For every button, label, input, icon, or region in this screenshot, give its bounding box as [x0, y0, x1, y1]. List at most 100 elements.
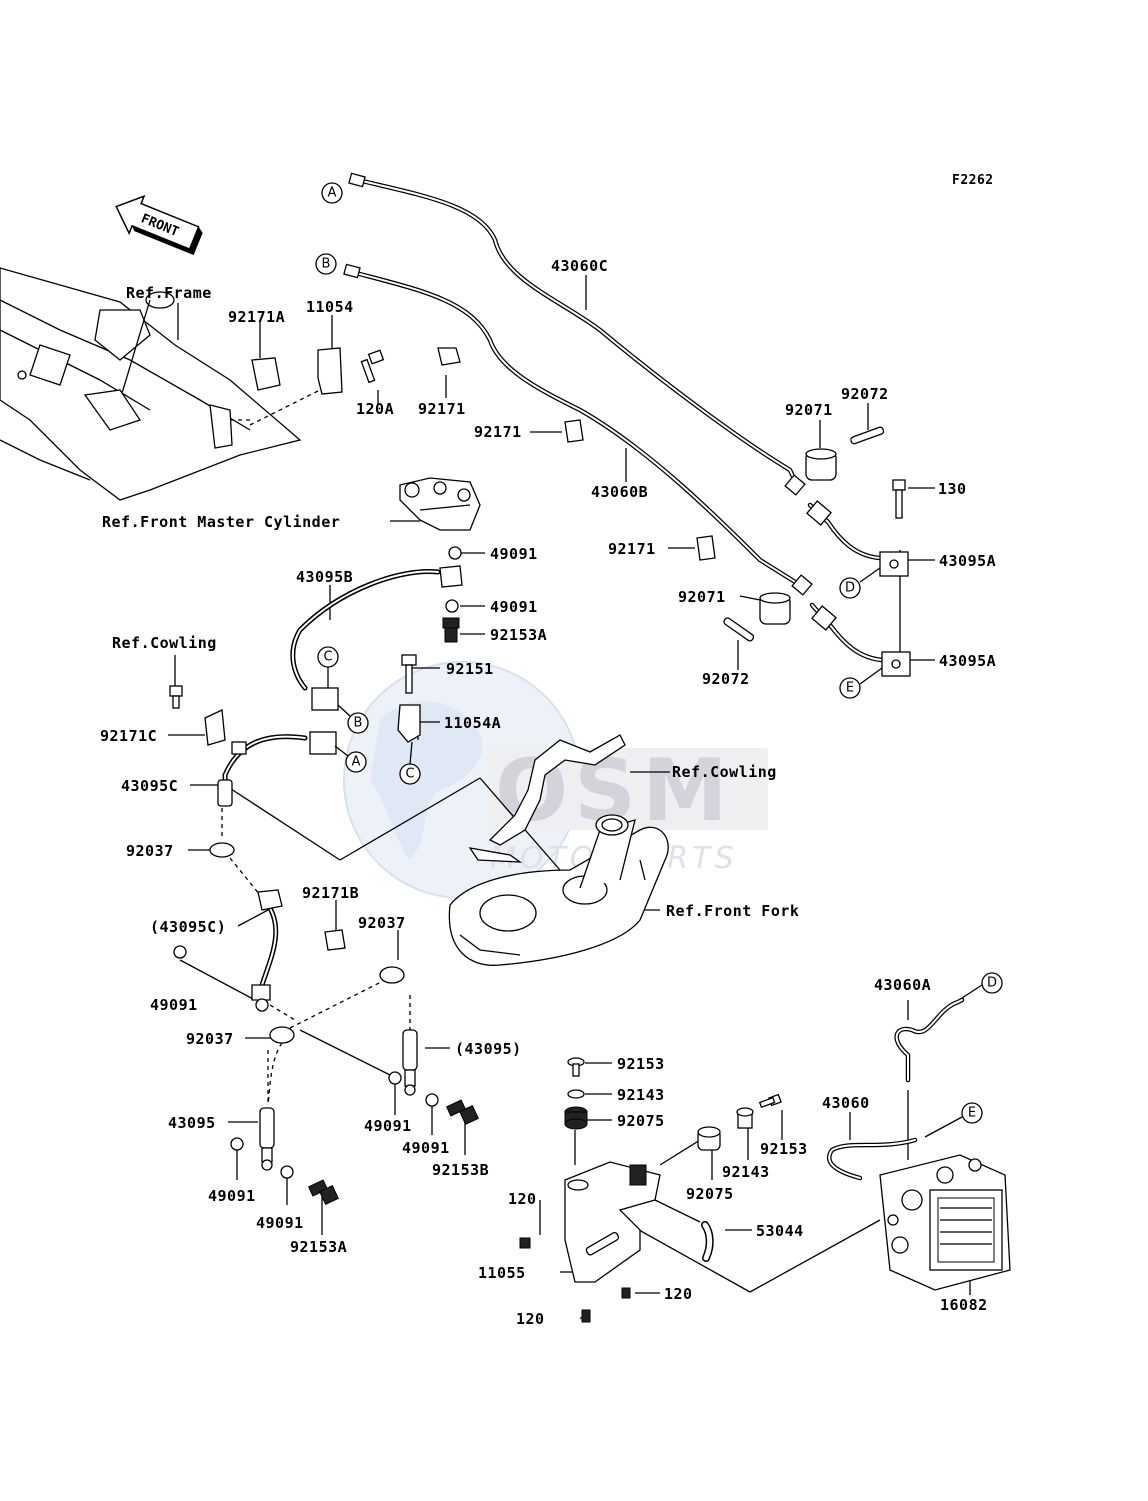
- brake-pipes: [222, 177, 965, 1181]
- connector-B-top: B: [315, 253, 337, 275]
- joint-icon: [879, 551, 909, 577]
- front-fork-icon: [448, 814, 669, 966]
- ref-frame-label: Ref.Frame: [126, 284, 212, 302]
- washer-icon: [230, 1137, 244, 1151]
- svg-text:B: B: [322, 257, 331, 272]
- part-label-43095C-paren: (43095C): [150, 918, 226, 936]
- clamp-icon: [209, 842, 235, 858]
- grommet-icon: [805, 448, 837, 481]
- cowling-bracket-icon: [468, 734, 626, 863]
- bolt-icon: [892, 479, 906, 519]
- connector-A-left: A: [345, 751, 367, 773]
- part-label-92037: 92037: [186, 1030, 234, 1048]
- svg-text:C: C: [405, 767, 414, 782]
- fitting-icon: [811, 605, 837, 631]
- part-label-92075: 92075: [686, 1185, 734, 1203]
- part-label-49091: 49091: [364, 1117, 412, 1135]
- bolt-icon: [307, 1179, 339, 1205]
- joint-icon: [881, 651, 911, 677]
- clamp-icon: [269, 1026, 295, 1044]
- part-label-92143: 92143: [722, 1163, 770, 1181]
- bracket-icon: [317, 347, 343, 395]
- ref-front-master-cylinder-label: Ref.Front Master Cylinder: [102, 513, 340, 531]
- connector-E-right: E: [961, 1102, 983, 1124]
- joint-icon: [311, 687, 339, 711]
- washer-icon: [425, 1093, 439, 1107]
- bracket-icon: [564, 1161, 661, 1283]
- svg-text:B: B: [354, 716, 363, 731]
- part-label-49091: 49091: [490, 545, 538, 563]
- part-label-11055: 11055: [478, 1264, 526, 1282]
- ref-front-fork-label: Ref.Front Fork: [666, 902, 799, 920]
- part-label-43060: 43060: [822, 1094, 870, 1112]
- part-label-120: 120: [516, 1310, 545, 1328]
- part-label-11054: 11054: [306, 298, 354, 316]
- part-label-92171B: 92171B: [302, 884, 359, 902]
- part-label-92071: 92071: [678, 588, 726, 606]
- abs-unit-icon: [879, 1154, 1011, 1291]
- bolt-icon: [581, 1309, 591, 1323]
- part-label-43095C: 43095C: [121, 777, 178, 795]
- clip-icon: [204, 709, 226, 746]
- hose-end-icon: [251, 984, 271, 1001]
- pin-icon: [850, 426, 885, 445]
- part-label-11054A: 11054A: [444, 714, 501, 732]
- part-label-16082: 16082: [940, 1296, 988, 1314]
- part-label-120: 120: [664, 1285, 693, 1303]
- bolt-icon: [519, 1237, 531, 1249]
- hose-end-icon: [217, 779, 233, 807]
- part-label-49091: 49091: [208, 1187, 256, 1205]
- connector-E-mid: E: [839, 677, 861, 699]
- connector-D-mid: D: [839, 577, 861, 599]
- svg-text:D: D: [987, 976, 997, 991]
- connector-C-left: C: [317, 646, 339, 668]
- part-label-92153A: 92153A: [490, 626, 547, 644]
- grommet-icon: [697, 1126, 721, 1151]
- svg-text:E: E: [968, 1106, 976, 1121]
- bolt-icon: [442, 617, 460, 643]
- part-label-43060C: 43060C: [551, 257, 608, 275]
- part-label-92151: 92151: [446, 660, 494, 678]
- clip-icon: [437, 347, 461, 366]
- part-label-53044: 53044: [756, 1222, 804, 1240]
- part-label-92075: 92075: [617, 1112, 665, 1130]
- svg-text:D: D: [845, 581, 855, 596]
- screw-icon: [567, 1057, 585, 1077]
- screw-icon: [758, 1093, 782, 1109]
- washer-icon: [173, 945, 187, 959]
- clamp-icon: [231, 741, 247, 755]
- grommet-icon: [564, 1106, 588, 1130]
- svg-text:C: C: [323, 650, 332, 665]
- clip-icon: [324, 929, 346, 951]
- part-label-92143: 92143: [617, 1086, 665, 1104]
- part-label-49091: 49091: [256, 1214, 304, 1232]
- banjo-icon: [439, 565, 463, 588]
- frame-section: [0, 267, 302, 501]
- hose-icon: [259, 1107, 275, 1171]
- washer-icon: [280, 1165, 294, 1179]
- clamp-icon: [379, 966, 405, 984]
- part-label-130: 130: [938, 480, 967, 498]
- clip-icon: [251, 357, 281, 391]
- part-label-92072: 92072: [702, 670, 750, 688]
- labels: Ref.Frame 92171A 11054 120A 92171 92171 …: [100, 257, 996, 1328]
- clip-icon: [696, 535, 716, 561]
- master-cylinder-icon: [399, 477, 481, 531]
- part-label-92171: 92171: [474, 423, 522, 441]
- collar-icon: [567, 1089, 585, 1099]
- grommet-icon: [759, 592, 791, 625]
- part-label-92037: 92037: [358, 914, 406, 932]
- figure-code: F2262: [952, 173, 994, 188]
- connector-B-left: B: [347, 712, 369, 734]
- clip-icon: [564, 419, 584, 443]
- fitting-icon: [343, 263, 361, 279]
- part-label-43095A: 43095A: [939, 652, 996, 670]
- part-label-92171C: 92171C: [100, 727, 157, 745]
- fitting-icon: [791, 574, 813, 596]
- hose-end-icon: [257, 889, 283, 911]
- watermark-continent: [370, 701, 483, 860]
- part-label-92171: 92171: [608, 540, 656, 558]
- washer-icon: [445, 599, 459, 613]
